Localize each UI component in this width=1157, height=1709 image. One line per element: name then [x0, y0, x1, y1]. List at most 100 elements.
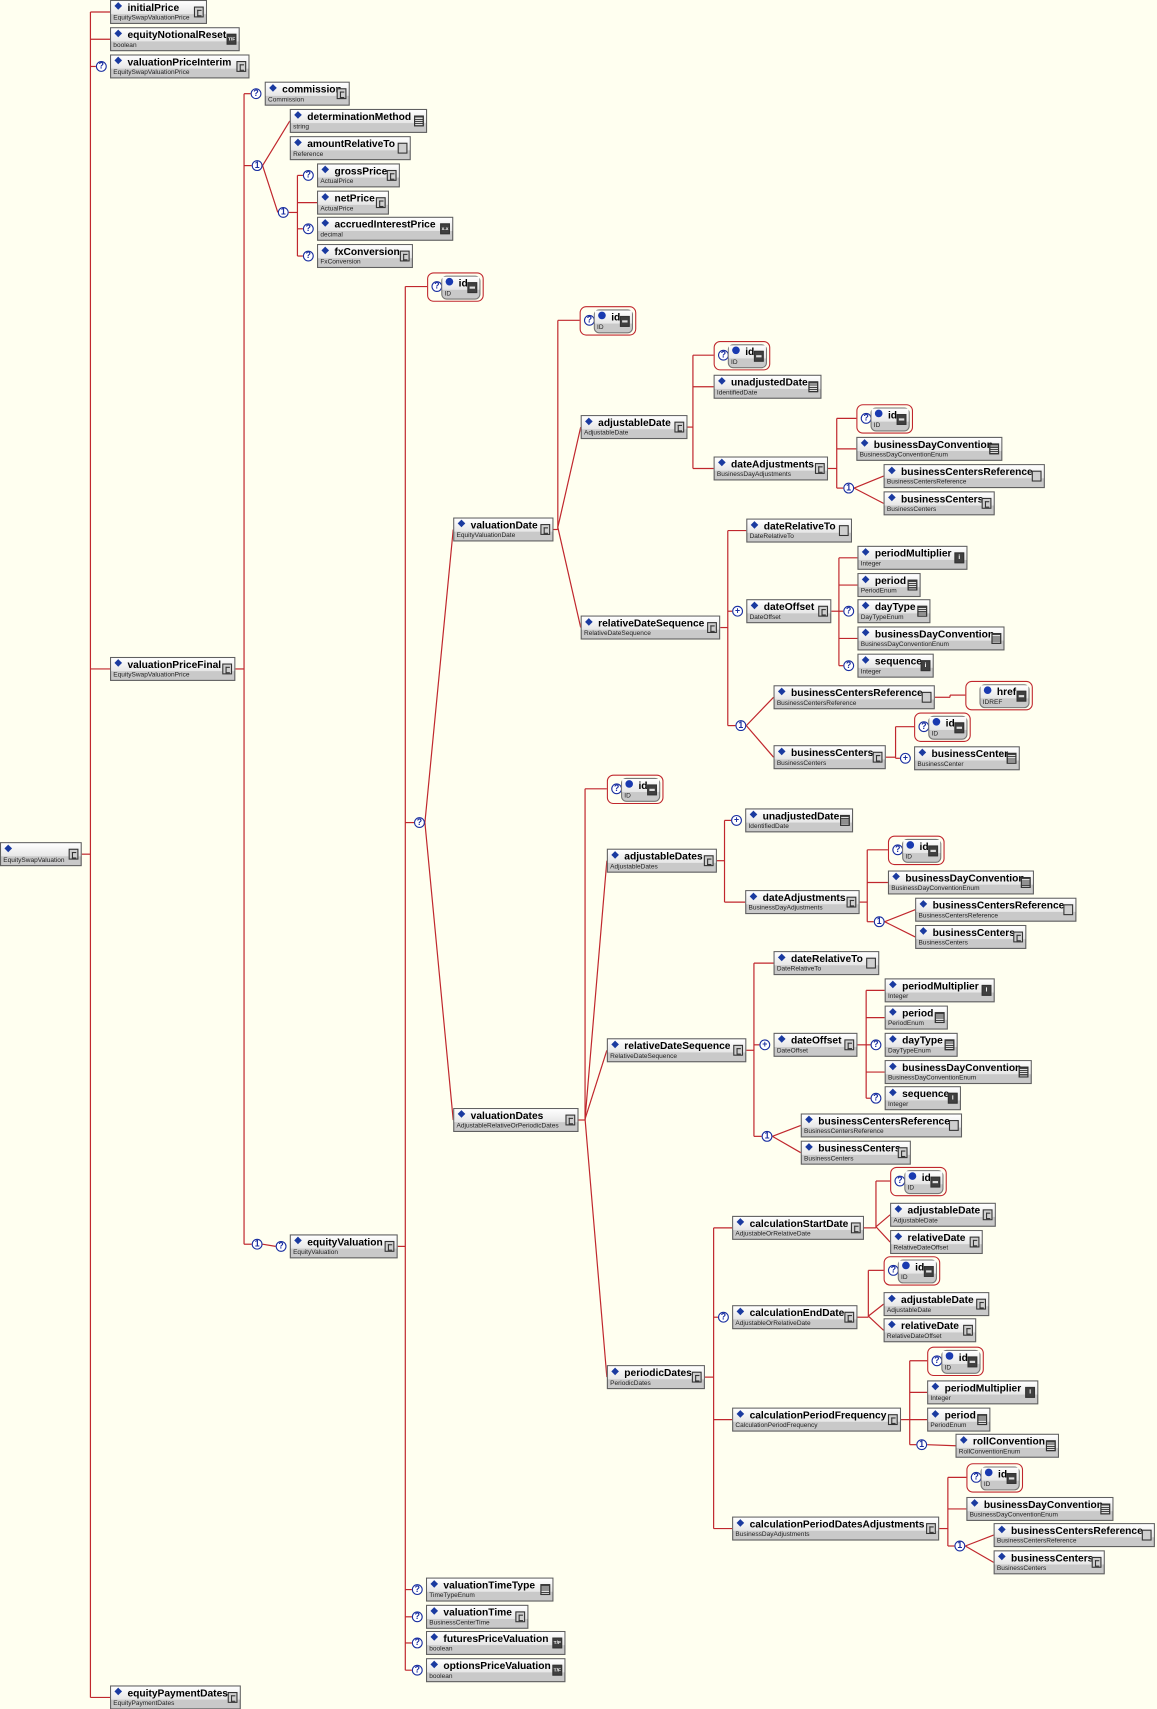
- enum-type-icon[interactable]: [1045, 1440, 1056, 1452]
- optional-marker-icon[interactable]: ?: [843, 605, 855, 617]
- complex-type-icon[interactable]: [691, 1371, 702, 1383]
- optional-marker-icon[interactable]: ?: [411, 1637, 423, 1649]
- optional-marker-icon[interactable]: ?: [302, 250, 314, 262]
- enum-type-icon[interactable]: [934, 1012, 945, 1024]
- int-type-icon[interactable]: [1025, 1386, 1036, 1398]
- enum-type-icon[interactable]: [540, 1584, 551, 1596]
- complex-type-icon[interactable]: [897, 1147, 908, 1159]
- id-type-type-icon[interactable]: [647, 784, 657, 796]
- multiple-marker-icon[interactable]: +: [732, 605, 744, 617]
- complex-type-icon[interactable]: [540, 524, 551, 535]
- id-type-type-icon[interactable]: [1016, 690, 1027, 702]
- complex-type-icon[interactable]: [703, 855, 714, 867]
- optional-marker-icon[interactable]: ?: [870, 1039, 882, 1051]
- id-type-type-icon[interactable]: [467, 282, 478, 294]
- int-type-icon[interactable]: [954, 552, 965, 564]
- empty-type-icon[interactable]: [921, 691, 932, 703]
- id-type-type-icon[interactable]: [928, 845, 939, 857]
- optional-marker-icon[interactable]: ?: [411, 1611, 423, 1623]
- optional-marker-icon[interactable]: ?: [95, 61, 107, 72]
- id-type-type-icon[interactable]: [923, 1265, 934, 1277]
- enum-type-icon[interactable]: [1100, 1503, 1111, 1515]
- complex-type-icon[interactable]: [386, 169, 397, 181]
- id-type-type-icon[interactable]: [930, 1176, 941, 1188]
- optional-marker-icon[interactable]: ?: [275, 1240, 287, 1252]
- complex-type-icon[interactable]: [384, 1240, 395, 1252]
- empty-type-icon[interactable]: [1031, 470, 1042, 482]
- optional-marker-icon[interactable]: ?: [411, 1664, 423, 1676]
- optional-marker-icon[interactable]: ?: [843, 660, 855, 672]
- multiple-marker-icon[interactable]: +: [899, 752, 911, 764]
- enum-type-icon[interactable]: [840, 814, 850, 826]
- optional-marker-icon[interactable]: ?: [414, 817, 425, 829]
- enum-type-icon[interactable]: [977, 1414, 988, 1426]
- choice-marker-icon[interactable]: 1: [873, 916, 885, 928]
- empty-type-icon[interactable]: [1141, 1529, 1152, 1541]
- root-element[interactable]: ◆EquitySwapValuation: [0, 842, 82, 867]
- int-type-icon[interactable]: [947, 1092, 958, 1104]
- complex-type-icon[interactable]: [193, 6, 204, 18]
- boolean-type-icon[interactable]: [552, 1664, 563, 1676]
- optional-marker-icon[interactable]: ?: [250, 88, 262, 100]
- complex-type-icon[interactable]: [707, 622, 717, 633]
- empty-type-icon[interactable]: [838, 525, 849, 537]
- empty-type-icon[interactable]: [1063, 904, 1074, 916]
- enum-type-icon[interactable]: [1006, 752, 1017, 764]
- complex-type-icon[interactable]: [814, 463, 825, 474]
- complex-type-icon[interactable]: [733, 1044, 744, 1056]
- complex-type-icon[interactable]: [674, 421, 685, 433]
- enum-type-icon[interactable]: [1020, 877, 1031, 888]
- complex-type-icon[interactable]: [1013, 931, 1024, 943]
- complex-type-icon[interactable]: [887, 1414, 898, 1426]
- complex-type-icon[interactable]: [976, 1298, 986, 1310]
- complex-type-icon[interactable]: [850, 1222, 861, 1234]
- choice-marker-icon[interactable]: 1: [954, 1540, 966, 1552]
- enum-type-icon[interactable]: [944, 1039, 955, 1051]
- complex-type-icon[interactable]: [222, 663, 233, 675]
- complex-type-icon[interactable]: [515, 1611, 526, 1623]
- choice-marker-icon[interactable]: 1: [761, 1130, 773, 1142]
- optional-marker-icon[interactable]: ?: [717, 1311, 729, 1323]
- complex-type-icon[interactable]: [1091, 1556, 1102, 1568]
- complex-type-icon[interactable]: [846, 896, 857, 908]
- optional-marker-icon[interactable]: ?: [870, 1092, 882, 1104]
